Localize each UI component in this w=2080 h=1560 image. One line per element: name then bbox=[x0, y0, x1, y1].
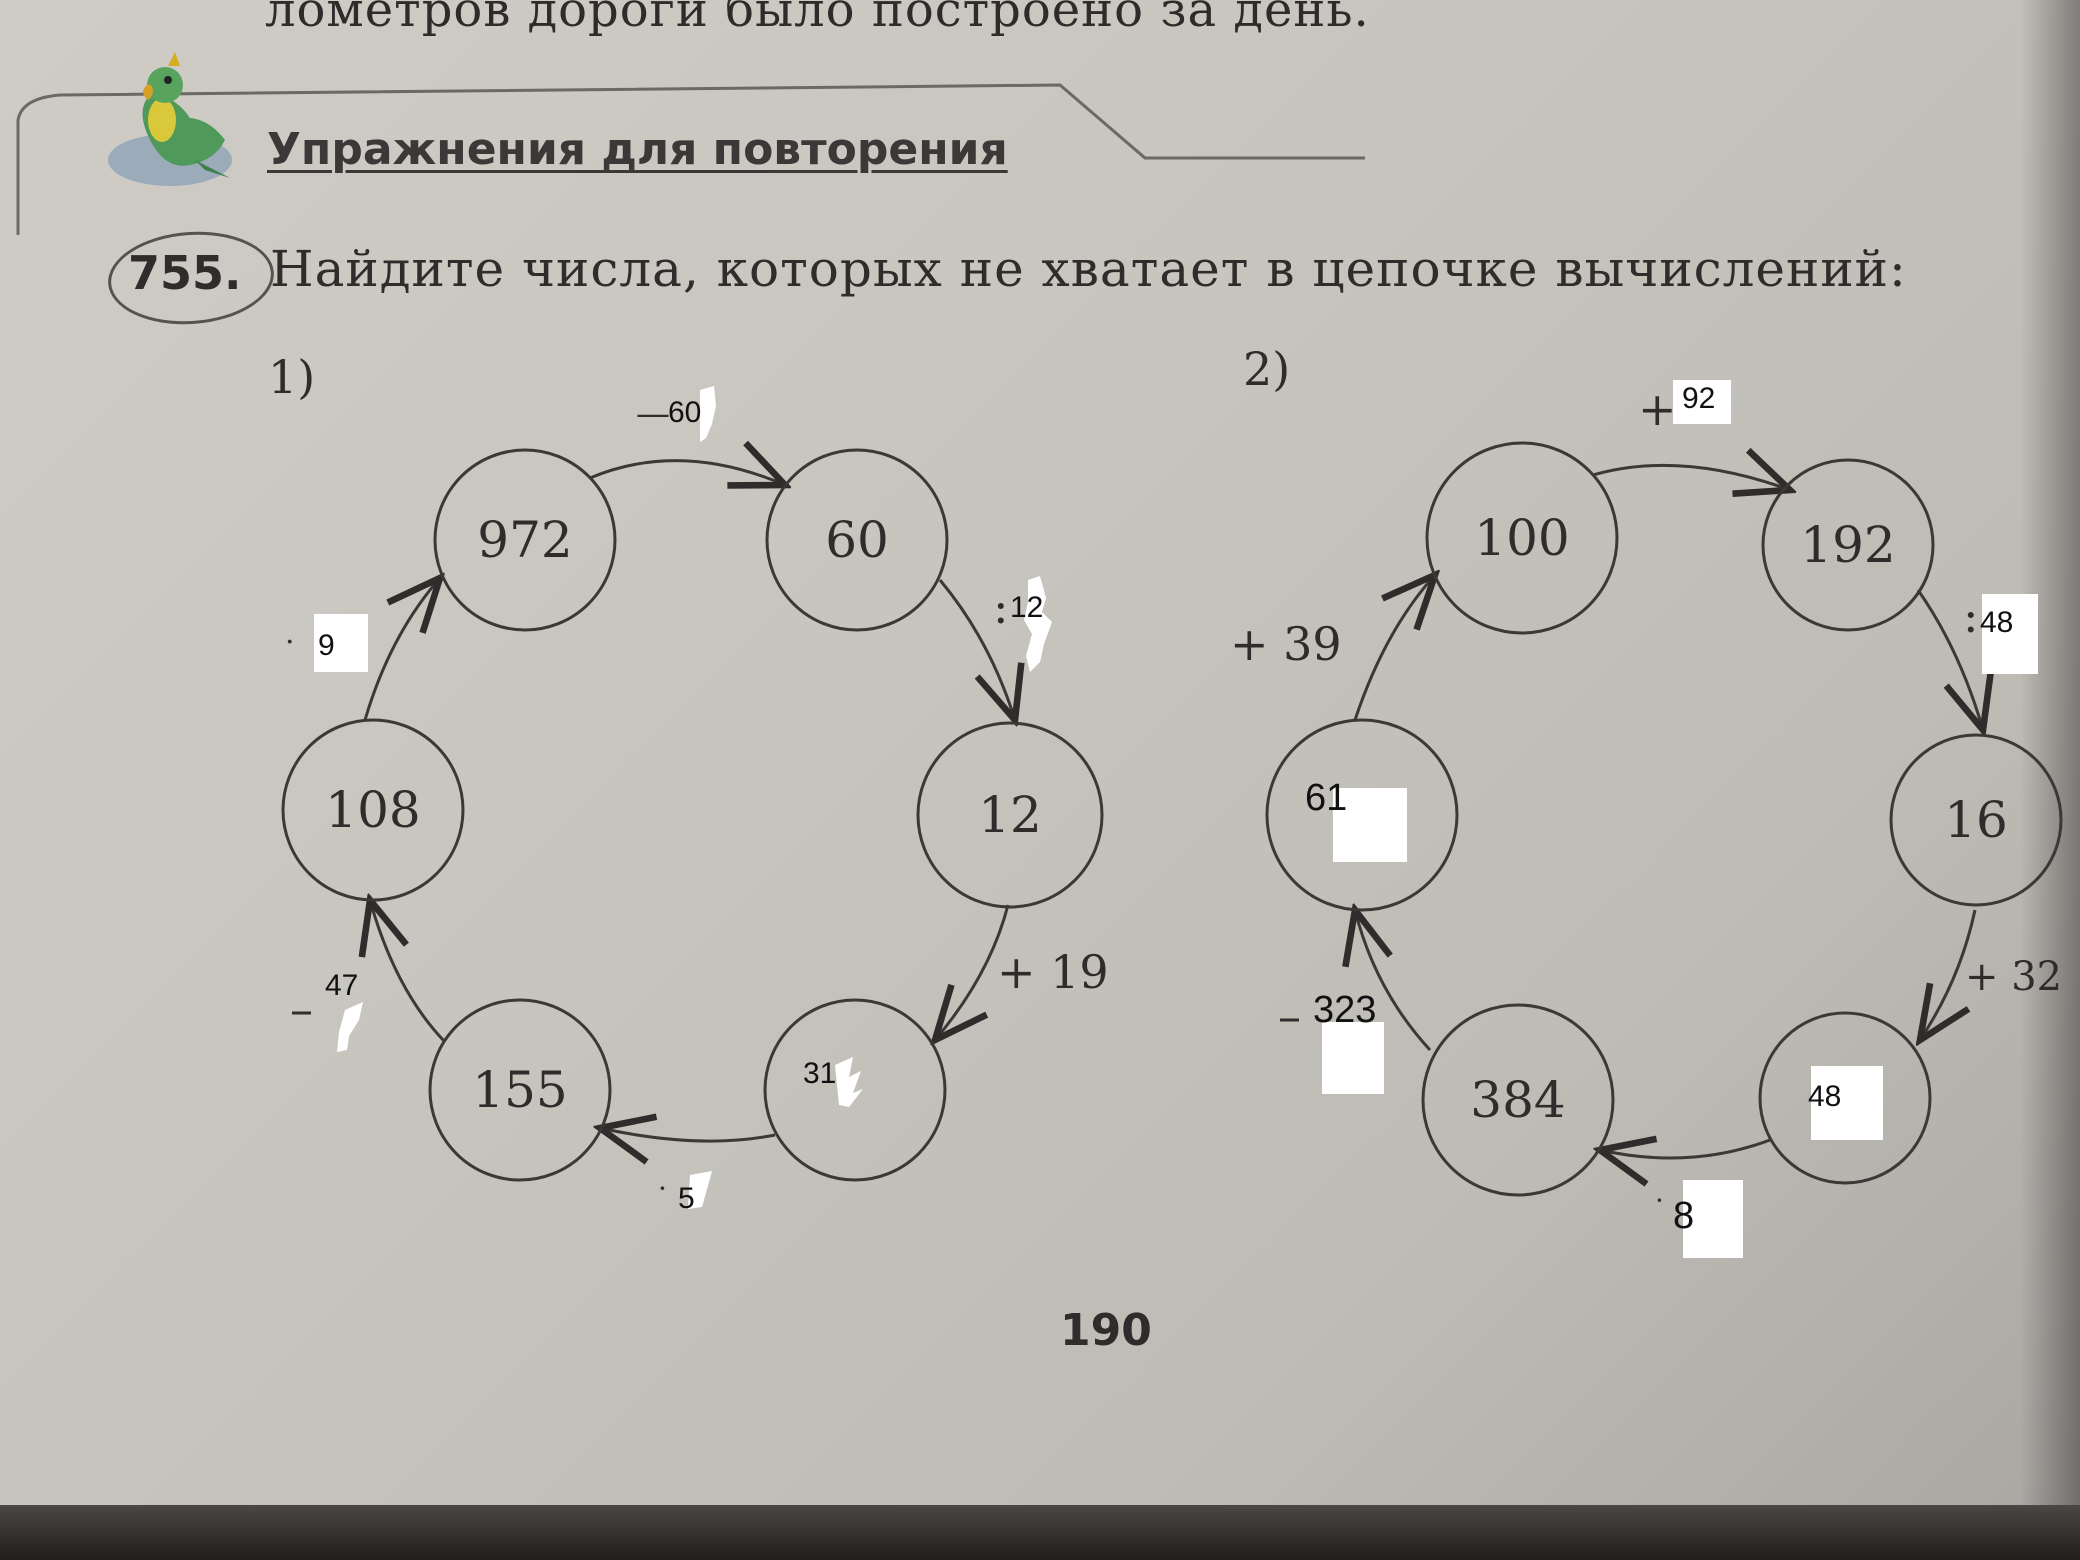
chain-2-value-384: 384 bbox=[1470, 1071, 1565, 1129]
chain-2-node-384 bbox=[1421, 1003, 1615, 1197]
correction-box bbox=[1982, 594, 2038, 674]
parrot-icon bbox=[108, 52, 232, 186]
chain-1-nodes bbox=[281, 448, 1104, 1182]
chain-1-op-right-answer: 12 bbox=[1010, 591, 1043, 624]
chain-1-node-12 bbox=[916, 721, 1104, 909]
chain-1-op-top-sign: — bbox=[636, 394, 670, 434]
section-title: Упражнения для повторения bbox=[267, 124, 1008, 175]
chain-2-op-lower-right: + 32 bbox=[1965, 954, 2062, 1000]
chain-1-node-108 bbox=[281, 718, 465, 902]
chain-2-node-192 bbox=[1761, 458, 1935, 632]
correction-box bbox=[314, 614, 368, 672]
correction-mark bbox=[1024, 576, 1052, 672]
chain-1-node-31 bbox=[763, 998, 947, 1182]
chain-1-value-12: 12 bbox=[978, 786, 1042, 844]
correction-mark bbox=[337, 1002, 363, 1052]
chain-2-op-left: + 39 bbox=[1230, 617, 1342, 671]
chain-2-node-16 bbox=[1889, 733, 2063, 907]
chain-1-op-lower-left-answer: 47 bbox=[325, 969, 358, 1002]
chain-2-op-lower-left-answer: 323 bbox=[1313, 989, 1376, 1031]
chain-2-value-48: 48 bbox=[1808, 1080, 1841, 1113]
chain-2-node-61 bbox=[1265, 718, 1459, 912]
chain-1-op-lower-left-sign: – bbox=[290, 982, 313, 1036]
chain-2-op-bottom-sign: · bbox=[1655, 1184, 1664, 1217]
chain-1-op-right-sign: : bbox=[993, 580, 1009, 634]
chain-2-nodes bbox=[1265, 441, 2063, 1197]
chain-2-op-bottom-answer: 8 bbox=[1673, 1195, 1694, 1237]
chain-1-value-108: 108 bbox=[325, 781, 420, 839]
page-shadow bbox=[2020, 0, 2080, 1520]
correction-mark bbox=[835, 1057, 863, 1107]
correction-mark bbox=[688, 1171, 712, 1209]
chain-1-op-top-answer: 60 bbox=[668, 396, 701, 429]
chain-1-op-lower-right: + 19 bbox=[997, 945, 1109, 999]
chain-1-op-left-sign: · bbox=[285, 625, 295, 660]
correction-box bbox=[1811, 1066, 1883, 1140]
section-header-frame bbox=[16, 52, 1365, 235]
chain-2-op-right-sign: : bbox=[1963, 589, 1979, 643]
chain-1-node-60 bbox=[765, 448, 949, 632]
part-1-label: 1) bbox=[268, 350, 316, 404]
correction-mark bbox=[700, 386, 716, 442]
chain-1 bbox=[365, 461, 1015, 1141]
chain-1-op-bottom-answer: 5 bbox=[678, 1182, 695, 1215]
chain-1-value-60: 60 bbox=[825, 511, 889, 569]
chain-2-value-16: 16 bbox=[1944, 791, 2008, 849]
exercise-number: 755. bbox=[128, 246, 242, 300]
chain-1-op-bottom-sign: · bbox=[658, 1172, 667, 1205]
chain-2-op-lower-left-sign: – bbox=[1278, 989, 1301, 1043]
chain-1-value-155: 155 bbox=[472, 1061, 567, 1119]
chain-2-node-48 bbox=[1758, 1011, 1932, 1185]
page-number: 190 bbox=[1060, 1305, 1152, 1356]
chain-2-op-right-answer: 48 bbox=[1980, 606, 2013, 639]
chain-2 bbox=[1355, 465, 1983, 1158]
correction-box bbox=[1673, 380, 1731, 424]
previous-exercise-cut-text: лометров дороги было построено за день. bbox=[265, 0, 1370, 38]
chain-2-value-61: 61 bbox=[1305, 777, 1347, 819]
chain-1-value-31: 31 bbox=[803, 1057, 836, 1090]
part-2-label: 2) bbox=[1243, 342, 1291, 396]
correction-box bbox=[1683, 1180, 1743, 1258]
desk-shadow bbox=[0, 1505, 2080, 1560]
chain-2-node-100 bbox=[1425, 441, 1619, 635]
correction-box bbox=[1322, 1022, 1384, 1094]
chain-1-node-972 bbox=[433, 448, 617, 632]
textbook-page bbox=[0, 0, 2080, 1520]
chain-2-value-100: 100 bbox=[1474, 509, 1569, 567]
chain-1-node-155 bbox=[428, 998, 612, 1182]
chain-2-op-top-sign: + bbox=[1638, 382, 1677, 436]
chain-1-op-left-answer: 9 bbox=[318, 629, 335, 662]
chain-2-value-192: 192 bbox=[1800, 516, 1895, 574]
exercise-text: Найдите числа, которых не хватает в цепо… bbox=[270, 240, 1907, 298]
chain-2-op-top-answer: 92 bbox=[1682, 382, 1715, 415]
correction-box bbox=[1333, 788, 1407, 862]
chain-1-value-972: 972 bbox=[477, 511, 572, 569]
